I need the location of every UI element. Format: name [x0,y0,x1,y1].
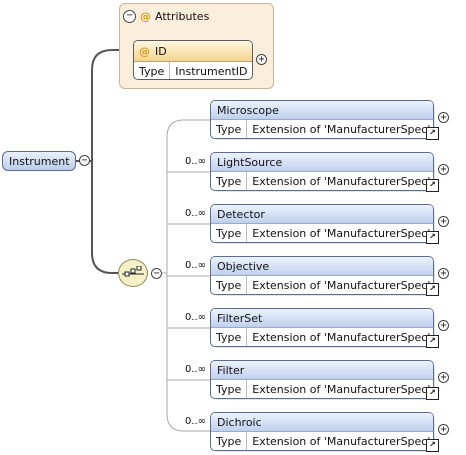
child-element[interactable]: LightSource Type Extension of 'Manufactu… [210,152,439,192]
child-type-label: Type [211,120,248,138]
link-arrow-icon[interactable]: ↗ [426,127,439,140]
child-type-value: Extension of 'ManufacturerSpec' [252,278,431,292]
child-element[interactable]: Objective Type Extension of 'Manufacture… [210,256,439,296]
link-arrow-icon[interactable]: ↗ [426,335,439,348]
sequence-icon [122,266,144,277]
child-type-value: Extension of 'ManufacturerSpec' [252,382,431,396]
child-type-value: Extension of 'ManufacturerSpec' [252,434,431,448]
child-type-value: Extension of 'ManufacturerSpec' [252,226,431,240]
attribute-id-box[interactable]: @ ID Type InstrumentID [133,40,253,80]
occurrence-label: 0..∞ [184,416,206,427]
child-type-label: Type [211,224,248,242]
instrument-collapse-toggle[interactable]: − [79,155,90,166]
link-arrow-icon[interactable]: ↗ [426,439,439,452]
occurrence-label: 0..∞ [184,364,206,375]
attribute-icon: @ [140,9,151,23]
attribute-icon: @ [139,44,150,58]
child-type-value: Extension of 'ManufacturerSpec' [252,174,431,188]
link-arrow-icon[interactable]: ↗ [426,387,439,400]
child-expand-toggle[interactable]: + [438,268,449,279]
attribute-type-value: InstrumentID [175,65,248,78]
child-type-label: Type [211,380,248,398]
attributes-title: Attributes [155,9,210,23]
child-type-value: Extension of 'ManufacturerSpec' [252,330,431,344]
child-type-value: Extension of 'ManufacturerSpec' [252,122,431,136]
child-type-label: Type [211,276,248,294]
sequence-compositor-icon[interactable] [118,259,148,287]
child-name: LightSource [211,153,433,172]
child-element[interactable]: Dichroic Type Extension of 'Manufacturer… [210,412,439,452]
attributes-header: − @ Attributes [123,8,209,24]
child-name: Filter [211,361,433,380]
child-name: Microscope [211,101,433,120]
link-arrow-icon[interactable]: ↗ [426,283,439,296]
child-element[interactable]: Microscope Type Extension of 'Manufactur… [210,100,439,140]
child-expand-toggle[interactable]: + [438,216,449,227]
instrument-label: Instrument [9,154,70,168]
link-arrow-icon[interactable]: ↗ [426,179,439,192]
child-expand-toggle[interactable]: + [438,372,449,383]
sequence-collapse-toggle[interactable]: − [151,268,162,279]
occurrence-label: 0..∞ [184,312,206,323]
occurrence-label: 0..∞ [184,260,206,271]
child-type-label: Type [211,328,248,346]
child-expand-toggle[interactable]: + [438,164,449,175]
occurrence-label: 0..∞ [184,208,206,219]
attribute-type-label: Type [134,62,171,79]
attribute-expand-toggle[interactable]: + [256,54,267,65]
child-expand-toggle[interactable]: + [438,320,449,331]
link-arrow-icon[interactable]: ↗ [426,231,439,244]
child-element[interactable]: Detector Type Extension of 'Manufacturer… [210,204,439,244]
attributes-collapse-toggle[interactable]: − [123,9,136,23]
instrument-element[interactable]: Instrument [2,151,76,171]
child-expand-toggle[interactable]: + [438,424,449,435]
child-element[interactable]: Filter Type Extension of 'ManufacturerSp… [210,360,439,400]
child-type-label: Type [211,432,248,450]
child-type-label: Type [211,172,248,190]
attribute-name: ID [155,44,167,58]
child-name: FilterSet [211,309,433,328]
child-element[interactable]: FilterSet Type Extension of 'Manufacture… [210,308,439,348]
child-name: Objective [211,257,433,276]
child-expand-toggle[interactable]: + [438,112,449,123]
child-name: Dichroic [211,413,433,432]
child-name: Detector [211,205,433,224]
occurrence-label: 0..∞ [184,156,206,167]
